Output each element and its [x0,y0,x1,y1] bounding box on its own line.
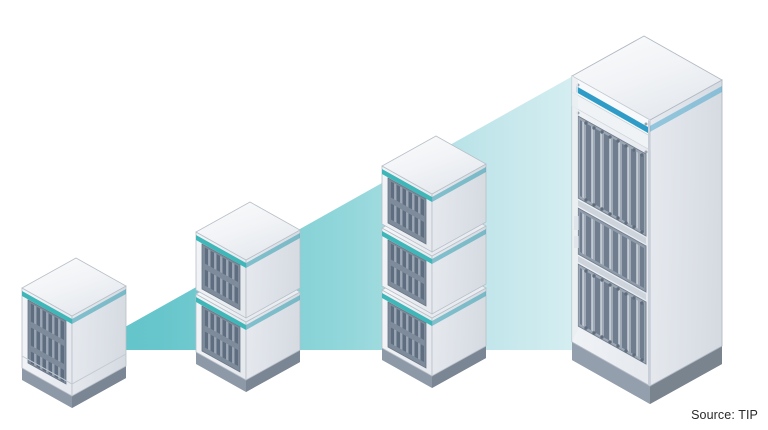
rack-single-unit [21,257,127,408]
source-caption: Source: TIP [691,408,758,422]
rack-2-upper-blade-grille [201,243,241,311]
rack-4-blade-bay-upper [577,115,647,237]
growth-ramp [66,62,598,360]
rack-4-accent-stripe [576,86,722,133]
rack-1-accent-stripe [22,289,126,324]
rack-3-lower-blade-grille [387,301,427,369]
rack-3-upper-blade-grille [387,177,427,245]
rack-three-unit-stack [381,135,487,388]
rack-1-blade-grille [27,299,67,385]
rack-3-unit-upper [381,135,487,253]
rack-full-height-chassis [571,35,723,404]
rack-2-unit-upper [195,201,301,319]
rack-4-blade-bay-lower [577,263,647,365]
rack-2-lower-blade-grille [201,305,241,373]
rack-two-unit-stack [195,201,301,392]
rack-3-middle-blade-grille [387,239,427,307]
